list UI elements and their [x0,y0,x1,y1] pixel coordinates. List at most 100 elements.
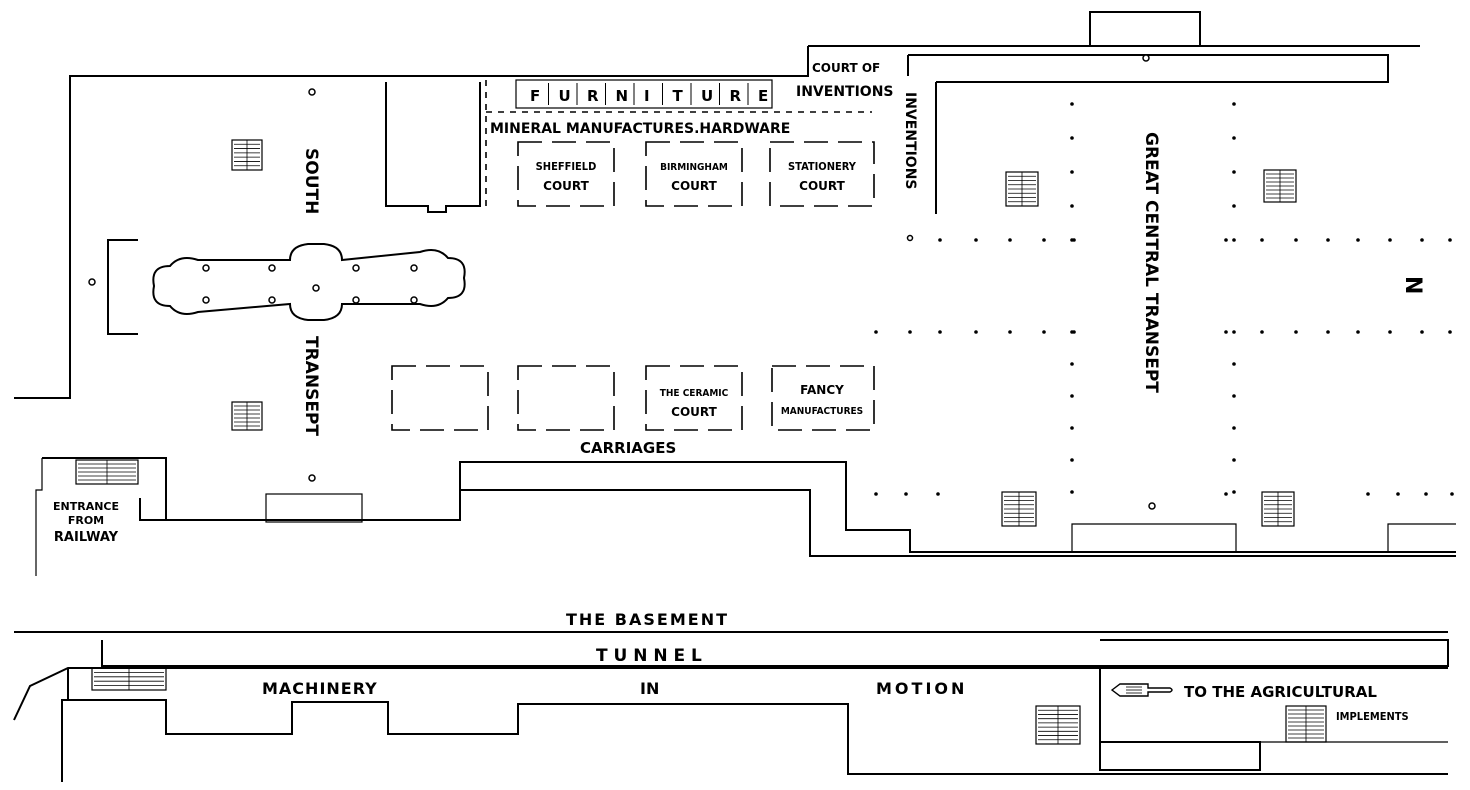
pier-dot [1356,238,1360,242]
sheffield-court-label: COURT [543,179,589,193]
pier-dot [1070,204,1074,208]
ceramic-court [645,365,743,431]
pier-dot [1232,238,1236,242]
staircases [75,139,1327,745]
pier-dot [1070,102,1074,106]
furniture-letter: N [616,87,629,105]
furniture-letter: I [644,87,650,105]
furniture-letter: E [758,87,768,105]
pier-dot [1424,492,1428,496]
entrance-label: ENTRANCE [53,500,119,513]
basement-west-curve [13,667,1448,721]
pier-dot [1232,170,1236,174]
pier-dot [936,492,940,496]
column-icon [202,264,210,272]
column-icon [1142,54,1150,62]
fountain-basin [152,243,466,321]
south-wall-inner [459,489,1456,557]
staircase-icon [1035,705,1081,745]
pier-dot [1224,330,1228,334]
ceramic-court-label: COURT [671,405,717,419]
transept-piers [874,102,1454,496]
column-icon [202,296,210,304]
furniture-letter: F [530,87,540,105]
pier-dot [908,330,912,334]
pier-dot [1224,492,1228,496]
pier-dot [904,492,908,496]
north-marker: N [1400,276,1425,294]
column-icon [268,264,276,272]
pier-dot [1388,238,1392,242]
in-label: IN [640,679,659,698]
furniture-court [515,79,773,109]
staircase-icon [1263,169,1297,203]
staircase-icon [75,459,139,485]
column-icon [88,278,96,286]
fancy-manufactures-court [771,365,875,431]
bay-1 [1071,523,1237,552]
pier-dot [1070,394,1074,398]
pier-dot [1072,330,1076,334]
mineral-manufactures-label: MINERAL MANUFACTURES.HARDWARE [490,121,790,137]
court-of-label: COURT OF [812,61,880,75]
staircase-icon [91,667,167,691]
pier-dot [1388,330,1392,334]
pier-dot [1448,330,1452,334]
pier-dot [1042,238,1046,242]
pier-dot [1294,330,1298,334]
pier-dot [1042,330,1046,334]
pier-dot [1070,490,1074,494]
south-label: SOUTH [301,148,321,214]
basement: THE BASEMENT T U N N E L MACHINERY IN MO… [13,610,1449,782]
north-projection-wall [1089,11,1201,46]
staircase-icon [231,401,263,431]
column-icon [308,474,316,482]
column-icon [1148,502,1156,510]
pier-dot [1232,426,1236,430]
pier-dot [938,238,942,242]
west-apse [107,239,138,335]
pier-dot [1232,458,1236,462]
staircase-icon [1285,705,1327,743]
column-icon [312,284,320,292]
furniture-letter: T [673,87,684,105]
staircase-icon [1005,171,1039,207]
sheffield-label: SHEFFIELD [536,160,597,173]
pier-dot [1070,426,1074,430]
inventions-top-label: INVENTIONS [796,84,894,100]
pier-dot [1232,490,1236,494]
staircase-icon [231,139,263,171]
great-central-transept-label: GREAT CENTRAL TRANSEPT [1141,132,1161,393]
south-door-box [265,493,363,523]
pier-dot [1232,136,1236,140]
courts [391,79,875,431]
pier-dot [1420,330,1424,334]
pier-dot [1070,362,1074,366]
manufactures-label: MANUFACTURES [781,406,863,417]
pier-dot [1072,238,1076,242]
column-icon [410,264,418,272]
inventions-vertical-label: INVENTIONS [902,92,918,190]
bay-2 [1387,523,1456,552]
pier-dot [1450,492,1454,496]
tunnel-wall [101,639,1449,667]
columns [88,54,1156,510]
stationery-court-label: COURT [799,179,845,193]
column-icon [352,264,360,272]
stationery-court [769,141,875,207]
pier-dot [1008,330,1012,334]
birmingham-court [645,141,743,207]
pier-dot [1366,492,1370,496]
pier-dot [1326,330,1330,334]
pier-dot [1294,238,1298,242]
pier-dot [1008,238,1012,242]
basement-label: THE BASEMENT [566,610,729,629]
pier-dot [1070,136,1074,140]
ceramic-label: THE CERAMIC [660,388,729,399]
agricultural-label: TO THE AGRICULTURAL [1184,683,1377,701]
pier-dot [1356,330,1360,334]
pier-dot [1260,330,1264,334]
carriage-bay-2 [517,365,615,431]
